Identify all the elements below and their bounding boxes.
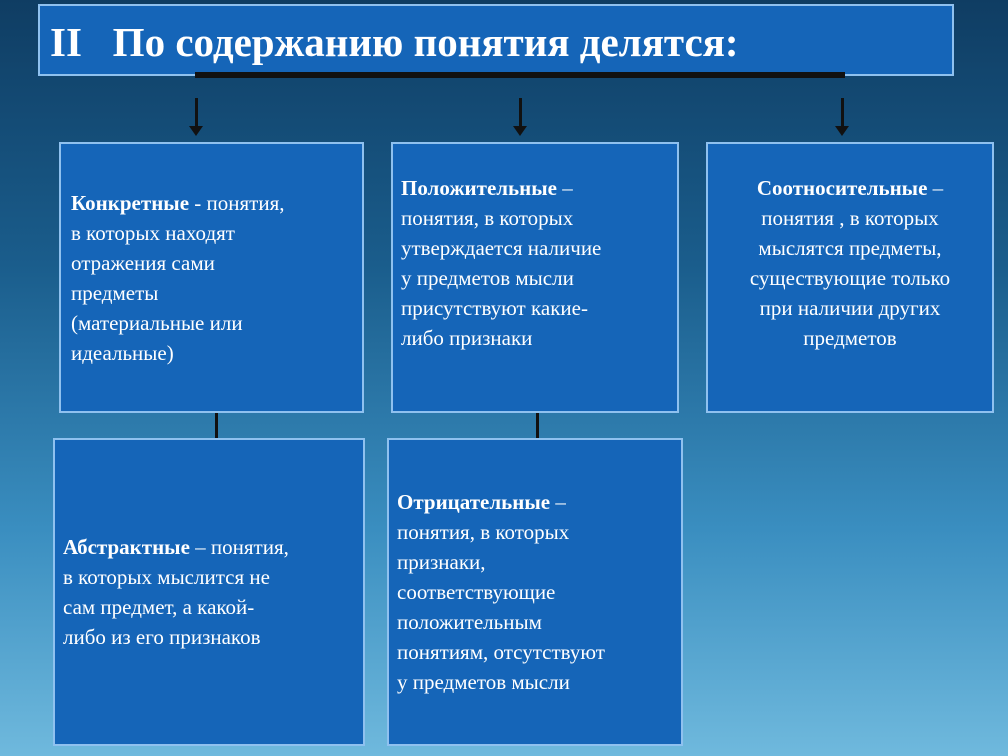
line-positive-3: присутствуют какие- <box>401 295 588 320</box>
line-positive-2: у предметов мысли <box>401 265 574 290</box>
line-relative-1: мыслятся предметы, <box>758 235 942 260</box>
line-relative-4: предметов <box>803 325 897 350</box>
line-relative-2: существующие только <box>749 265 951 290</box>
sep-positive: – <box>556 175 573 200</box>
sep-relative: – <box>927 175 944 200</box>
title-numeral: II <box>50 19 82 65</box>
title-underline <box>195 72 845 78</box>
line-positive-1: утверждается наличие <box>401 235 602 260</box>
line-negative-5: у предметов мысли <box>397 670 570 694</box>
box-concrete: Конкретные - понятия, в которых находят … <box>59 142 364 413</box>
line-relative-0: понятия , в которых <box>761 205 939 230</box>
sep-negative: – <box>550 490 566 514</box>
line-relative-3: при наличии других <box>759 295 941 320</box>
box-relative: Соотносительные – понятия , в которых мы… <box>706 142 994 413</box>
arrowhead-left <box>189 126 203 136</box>
line-positive-0: понятия, в которых <box>401 205 574 230</box>
line-concrete-5: идеальные) <box>71 340 174 365</box>
line-negative-2: соответствующие <box>397 580 556 604</box>
arrow-stem-middle <box>519 98 522 128</box>
arrow-stem-left <box>195 98 198 128</box>
line-abstract-2: сам предмет, а какой- <box>63 595 255 619</box>
term-concrete: Конкретные <box>71 190 190 215</box>
line-negative-4: понятиям, отсутствуют <box>397 640 605 664</box>
term-abstract: Абстрактные <box>63 535 190 559</box>
line-abstract-1: в которых мыслится не <box>63 565 270 589</box>
term-positive: Положительные <box>401 175 557 200</box>
term-negative: Отрицательные <box>397 490 551 514</box>
title-text: По содержанию понятия делятся: <box>112 19 739 65</box>
line-concrete-2: отражения сами <box>71 250 215 275</box>
connector-middle <box>536 412 539 439</box>
line-concrete-0: понятия, <box>206 190 285 215</box>
sep-abstract: – <box>189 535 211 559</box>
box-abstract: Абстрактные – понятия, в которых мыслитс… <box>53 438 365 746</box>
line-positive-4: либо признаки <box>401 325 533 350</box>
box-positive: Положительные – понятия, в которых утвер… <box>391 142 679 413</box>
arrowhead-middle <box>513 126 527 136</box>
box-negative: Отрицательные – понятия, в которых призн… <box>387 438 683 746</box>
line-abstract-0: понятия, <box>210 535 289 559</box>
line-negative-3: положительным <box>397 610 542 634</box>
sep-concrete: - <box>189 190 207 215</box>
term-relative: Соотносительные <box>756 175 928 200</box>
line-concrete-3: предметы <box>71 280 159 305</box>
connector-left <box>215 412 218 439</box>
line-negative-1: признаки, <box>397 550 486 574</box>
line-concrete-1: в которых находят <box>71 220 235 245</box>
arrowhead-right <box>835 126 849 136</box>
line-negative-0: понятия, в которых <box>397 520 570 544</box>
arrow-stem-right <box>841 98 844 128</box>
line-abstract-3: либо из его признаков <box>63 625 261 649</box>
line-concrete-4: (материальные или <box>71 310 243 335</box>
title-box: II По содержанию понятия делятся: <box>38 4 954 76</box>
